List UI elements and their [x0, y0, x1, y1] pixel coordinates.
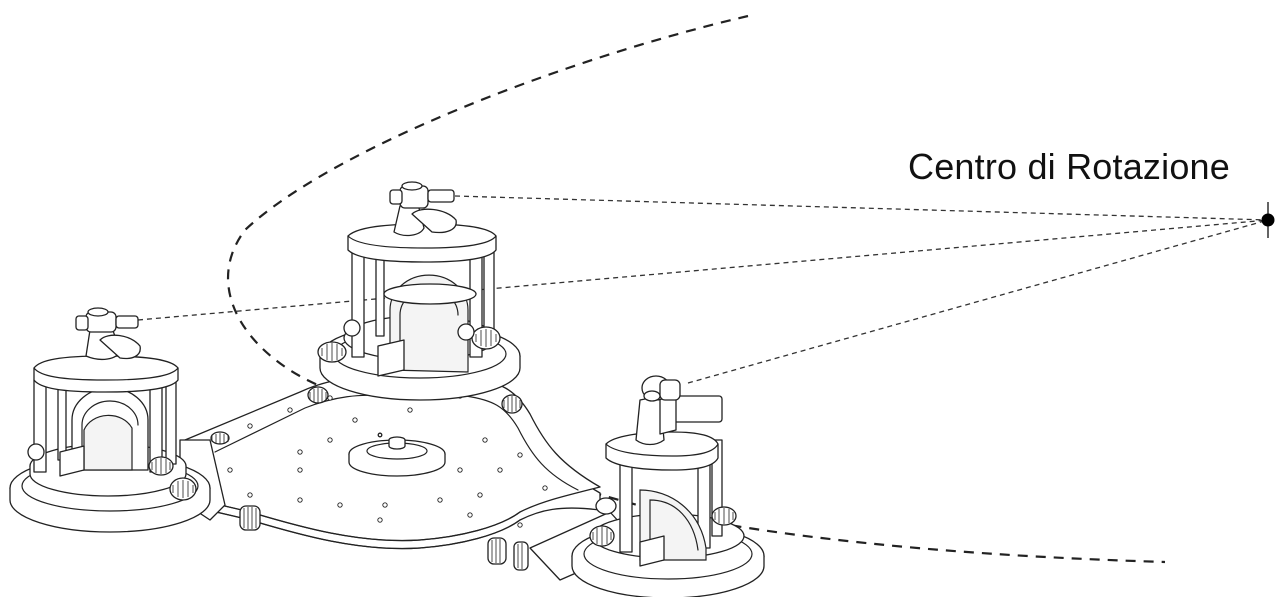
plate-knob-top-left: [307, 386, 329, 404]
plate-knob-left: [210, 431, 230, 445]
central-base-plate: [184, 376, 601, 550]
right-unit: [529, 375, 765, 597]
plate-knob-right: [513, 541, 529, 571]
left-unit: [9, 307, 226, 533]
radial-lines: [137, 195, 1269, 384]
rotation-center-point: [1261, 202, 1275, 238]
radial-line-left: [137, 219, 1269, 321]
plate-knob-front-right: [487, 537, 507, 565]
radial-line-right: [687, 219, 1269, 384]
plate-knob-front-left: [239, 505, 261, 531]
plate-knob-top-right: [501, 394, 523, 414]
rotation-center-label: Centro di Rotazione: [908, 146, 1230, 187]
top-unit: [317, 181, 521, 401]
radial-line-top: [454, 195, 1269, 221]
